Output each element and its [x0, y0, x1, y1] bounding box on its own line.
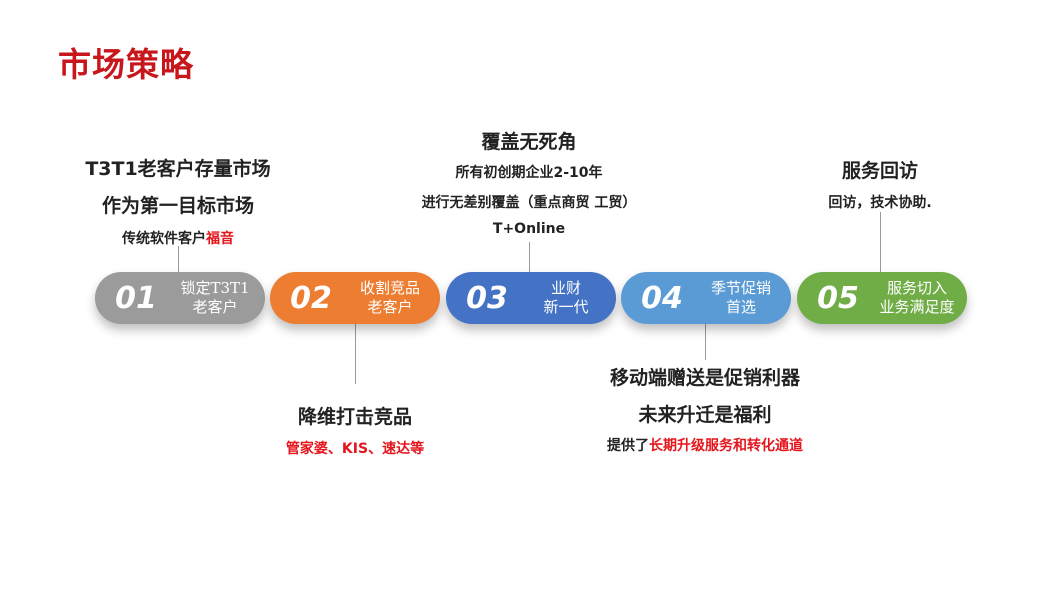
- note-3-line-3: 进行无差别覆盖（重点商贸 工贸）: [421, 195, 637, 211]
- note-1-line-2: 作为第一目标市场: [101, 195, 255, 217]
- note-4-line-1: 移动端赠送是促销利器: [609, 367, 801, 389]
- step-05: 05 服务切入 业务满足度: [797, 272, 967, 324]
- page-title: 市场策略: [58, 45, 194, 84]
- step-label: 收割竞品 老客户: [359, 279, 420, 316]
- step-number: 05: [817, 280, 859, 316]
- step-label: 服务切入 业务满足度: [879, 279, 955, 316]
- note-3-line-1: 覆盖无死角: [481, 131, 577, 153]
- step-label: 季节促销 首选: [710, 279, 771, 316]
- note-5-line-2: 回访，技术协助.: [828, 195, 932, 211]
- step-04: 04 季节促销 首选: [621, 272, 791, 324]
- note-4-line-3: 提供了长期升级服务和转化通道: [607, 435, 803, 455]
- note-3-line-2: 所有初创期企业2-10年: [455, 165, 603, 181]
- note-2-line-2: 管家婆、KIS、速达等: [285, 441, 425, 457]
- step-03: 03 业财 新一代: [446, 272, 616, 324]
- step-01: 01 锁定T3T1 老客户: [95, 272, 265, 324]
- note-2-line-1: 降维打击竞品: [297, 406, 413, 428]
- connector-line-1: [178, 246, 179, 272]
- step-label: 业财 新一代: [543, 279, 589, 316]
- note-4-line-2: 未来升迁是福利: [638, 404, 772, 426]
- connector-line-3: [529, 242, 530, 272]
- connector-line-4: [705, 324, 706, 360]
- note-5-line-1: 服务回访: [841, 160, 919, 182]
- connector-line-2: [355, 324, 356, 384]
- note-3-line-4: T+Online: [492, 221, 566, 237]
- note-1-line-3-highlight: 福音: [206, 231, 234, 247]
- step-number: 02: [290, 280, 332, 316]
- note-4-line-3-prefix: 提供了: [607, 438, 649, 454]
- connector-line-5: [880, 212, 881, 272]
- step-number: 03: [466, 280, 508, 316]
- note-4-line-3-highlight: 长期升级服务和转化通道: [649, 438, 803, 454]
- note-1-line-1: T3T1老客户存量市场: [85, 158, 271, 180]
- step-number: 04: [641, 280, 683, 316]
- step-label: 锁定T3T1 老客户: [180, 279, 250, 316]
- step-02: 02 收割竞品 老客户: [270, 272, 440, 324]
- note-1-line-3-prefix: 传统软件客户: [122, 231, 206, 247]
- note-1-line-3: 传统软件客户福音: [122, 228, 234, 248]
- step-number: 01: [115, 280, 157, 316]
